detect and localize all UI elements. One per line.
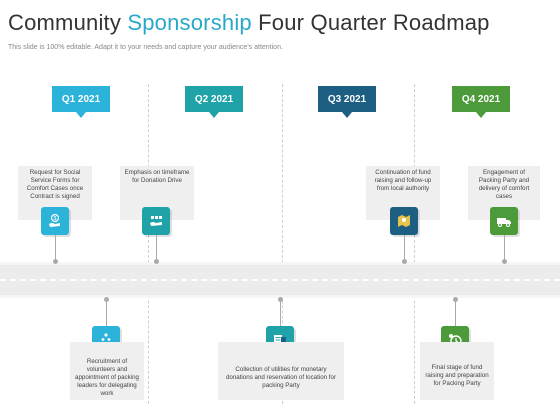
- title-part-2: Four Quarter Roadmap: [251, 10, 490, 35]
- quarter-tag-q2: Q2 2021: [185, 86, 243, 118]
- milestone-text-q1-bottom: Recruitment of volunteers and appointmen…: [70, 342, 144, 400]
- svg-text:$: $: [54, 216, 57, 222]
- quarter-tag-q4: Q4 2021: [452, 86, 510, 118]
- connector-line: [53, 235, 58, 264]
- milestone-text-q4-bottom: Final stage of fund raising and preparat…: [420, 342, 494, 400]
- connector-line: [453, 297, 458, 326]
- connector-line: [402, 235, 407, 264]
- connector-line: [154, 235, 159, 264]
- quarter-tag-q1: Q1 2021: [52, 86, 110, 118]
- title-part-1: Community: [8, 10, 128, 35]
- connector-line: [104, 297, 109, 326]
- connector-line: [278, 297, 283, 326]
- hand-money-icon: $: [41, 207, 69, 235]
- delivery-truck-icon: [490, 207, 518, 235]
- donation-hand-icon: [142, 207, 170, 235]
- timeline-road: [0, 262, 560, 298]
- connector-line: [502, 235, 507, 264]
- page-title: Community Sponsorship Four Quarter Roadm…: [8, 10, 490, 36]
- column-divider: [148, 84, 149, 404]
- column-divider: [282, 84, 283, 404]
- page-subtitle: This slide is 100% editable. Adapt it to…: [8, 44, 283, 51]
- title-highlight: Sponsorship: [127, 10, 252, 35]
- milestone-text-q2-bottom: Collection of utilities for monetary don…: [218, 342, 344, 400]
- map-location-icon: [390, 207, 418, 235]
- column-divider: [414, 84, 415, 404]
- milestone-text-q3-top: Continuation of fund raising and follow-…: [366, 166, 440, 220]
- quarter-tag-q3: Q3 2021: [318, 86, 376, 118]
